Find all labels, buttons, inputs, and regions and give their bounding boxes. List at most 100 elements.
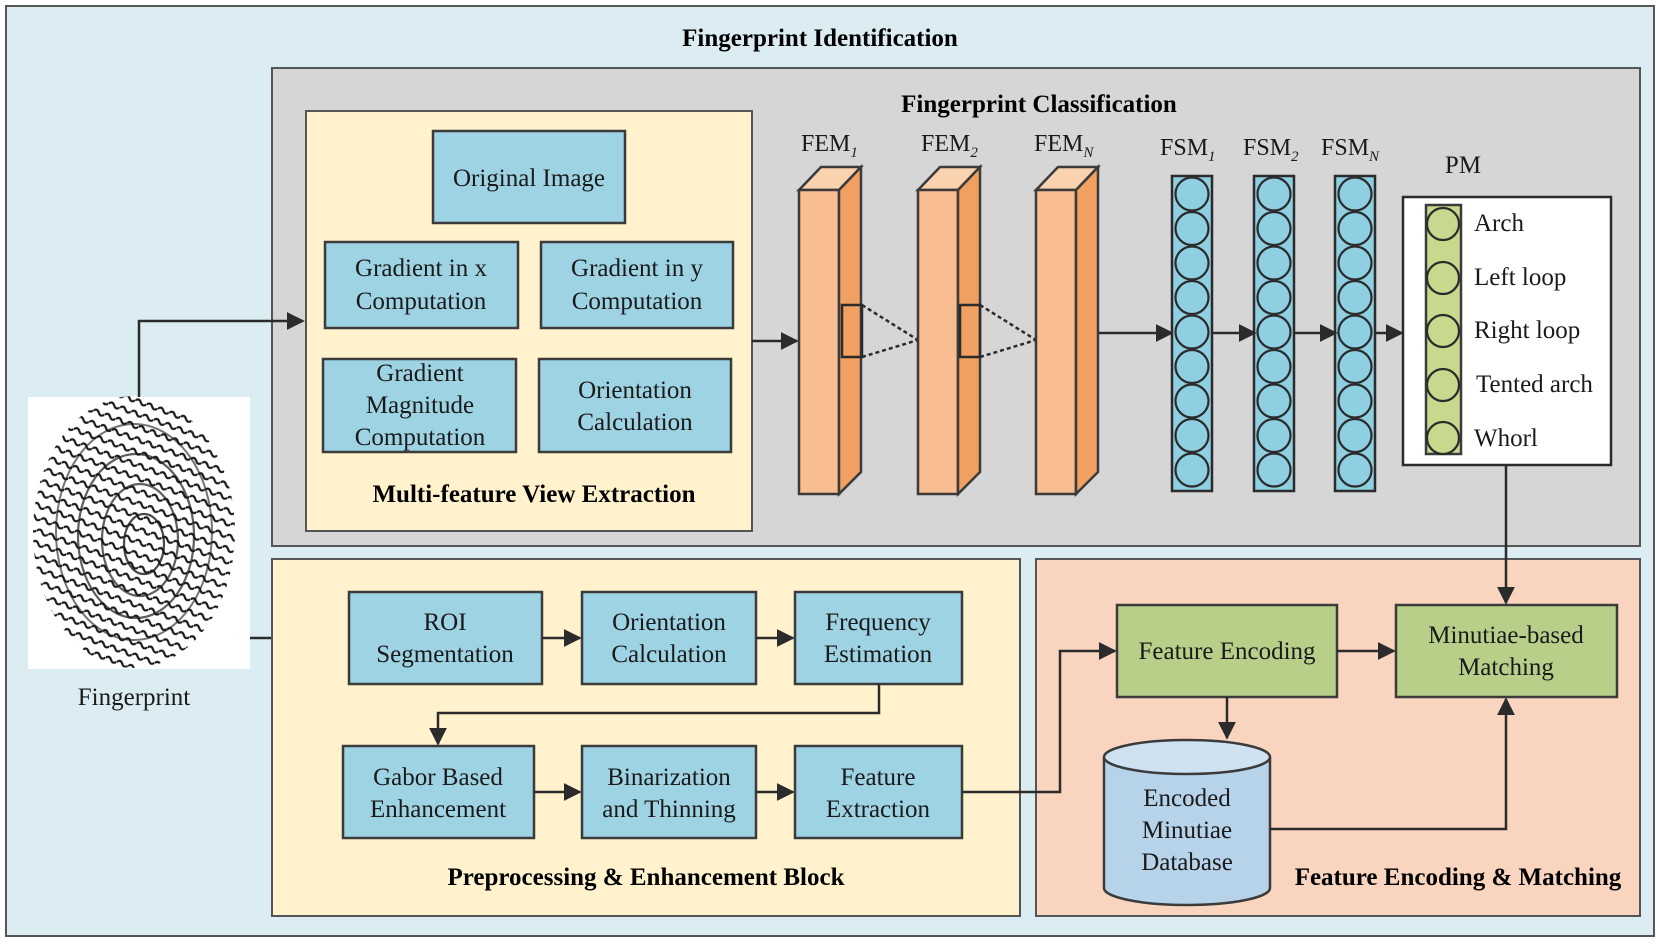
database-to-matching-arrow	[1270, 697, 1515, 831]
fsm-n-neuron	[1337, 314, 1373, 350]
fsm-1-neuron	[1174, 245, 1210, 281]
fsm-1-neuron	[1174, 314, 1210, 350]
binarization-line1: Binarization	[607, 764, 731, 791]
fsm-2-neuron	[1256, 210, 1292, 247]
fsm-1-neuron	[1174, 383, 1210, 419]
fem1-dotted-lower	[861, 338, 919, 359]
orientation-calculation-box: Orientation Calculation	[537, 357, 733, 454]
class-label-left-loop: Left loop	[1474, 264, 1566, 291]
gradient-x-box: Gradient in x Computation	[323, 240, 520, 330]
fem-label-2: FEM2	[921, 131, 978, 161]
fem-block-2	[915, 163, 983, 498]
feature-extraction-box: Feature Extraction	[793, 744, 964, 840]
fsm-n-neuron	[1337, 245, 1373, 281]
original-image-box: Original Image	[431, 129, 627, 225]
classification-title: Fingerprint Classification	[901, 91, 1177, 118]
fsm-1-column	[1170, 174, 1214, 493]
encoding-title: Feature Encoding & Matching	[1295, 864, 1622, 891]
fsm-n-neuron	[1337, 417, 1373, 454]
orientation-calculation-line2: Calculation	[577, 409, 693, 436]
fsm-layer	[1170, 174, 1377, 493]
fsm-1-neuron	[1174, 348, 1210, 385]
database-line3: Database	[1141, 849, 1233, 876]
fsm-label-2: FSM2	[1243, 135, 1299, 165]
class-label-tented-arch: Tented arch	[1476, 371, 1593, 398]
fsm-n-neuron	[1337, 210, 1373, 247]
frequency-estimation-box: Frequency Estimation	[793, 590, 964, 686]
gradient-x-line2: Computation	[356, 288, 487, 315]
pre-orientation-line2: Calculation	[611, 641, 727, 668]
pm-layer	[1425, 206, 1461, 456]
fsm-label-n: FSMN	[1321, 135, 1380, 165]
preprocessing-orientation-box: Orientation Calculation	[580, 590, 758, 686]
pm-neuron	[1425, 367, 1461, 403]
database-line2: Minutiae	[1142, 817, 1232, 844]
fingerprint-label: Fingerprint	[78, 684, 191, 711]
fem-block-n	[1033, 163, 1101, 498]
fem-label-1: FEM1	[801, 131, 858, 161]
fsm-n-neuron	[1337, 279, 1373, 316]
gradient-y-box: Gradient in y Computation	[539, 240, 735, 330]
gradient-magnitude-line1: Gradient	[376, 360, 464, 387]
gradient-magnitude-box: Gradient Magnitude Computation	[321, 357, 518, 454]
matching-line2: Matching	[1458, 654, 1554, 681]
roi-segmentation-box: ROI Segmentation	[347, 590, 544, 686]
multi-feature-title: Multi-feature View Extraction	[372, 481, 695, 508]
fem-label-n: FEMN	[1034, 131, 1094, 161]
original-image-label: Original Image	[453, 165, 605, 192]
pm-neuron	[1425, 206, 1461, 242]
outer-title: Fingerprint Identification	[682, 25, 958, 52]
fsm-2-neuron	[1256, 383, 1292, 419]
binarization-thinning-box: Binarization and Thinning	[580, 744, 758, 840]
feature-encoding-box: Feature Encoding	[1115, 603, 1339, 699]
fsm-2-neuron	[1256, 245, 1292, 281]
gabor-enhancement-box: Gabor Based Enhancement	[341, 744, 536, 840]
feature-extraction-line1: Feature	[841, 764, 916, 791]
matching-line1: Minutiae-based	[1428, 622, 1584, 649]
roi-line1: ROI	[423, 609, 466, 636]
frequency-line2: Estimation	[824, 641, 933, 668]
pm-neuron	[1425, 260, 1461, 296]
fsm-2-column	[1252, 174, 1296, 493]
preprocessing-title: Preprocessing & Enhancement Block	[448, 864, 845, 891]
frequency-line1: Frequency	[825, 609, 931, 636]
pre-orientation-line1: Orientation	[612, 609, 726, 636]
class-label-arch: Arch	[1474, 210, 1524, 237]
orientation-calculation-line1: Orientation	[578, 377, 692, 404]
feature-extraction-to-encoding-arrow	[962, 642, 1117, 794]
pm-label: PM	[1445, 152, 1481, 179]
database-line1: Encoded	[1143, 785, 1231, 812]
fsm-2-neuron	[1256, 452, 1292, 488]
fem-block-1	[796, 163, 864, 498]
pm-neuron	[1425, 420, 1461, 456]
gradient-x-line1: Gradient in x	[355, 255, 487, 282]
gradient-magnitude-line3: Computation	[355, 424, 486, 451]
fem2-dotted-lower	[979, 338, 1037, 359]
encoded-minutiae-database: Encoded Minutiae Database	[1102, 738, 1272, 907]
fsm-1-neuron	[1174, 279, 1210, 316]
fsm-n-column	[1333, 174, 1377, 493]
fsm-n-neuron	[1337, 452, 1373, 488]
feature-extraction-line2: Extraction	[826, 796, 931, 823]
class-label-right-loop: Right loop	[1474, 317, 1580, 344]
fsm-1-neuron	[1174, 210, 1210, 247]
fsm-2-neuron	[1256, 417, 1292, 454]
gradient-y-line2: Computation	[572, 288, 703, 315]
minutiae-matching-box: Minutiae-based Matching	[1394, 603, 1619, 699]
fsm-1-neuron	[1174, 452, 1210, 488]
fsm-2-neuron	[1256, 279, 1292, 316]
binarization-line2: and Thinning	[602, 796, 736, 823]
fsm-n-neuron	[1337, 348, 1373, 385]
feature-encoding-label: Feature Encoding	[1138, 638, 1316, 665]
frequency-to-gabor-arrow	[429, 684, 881, 746]
fsm-2-neuron	[1256, 348, 1292, 385]
fsm-2-neuron	[1256, 176, 1292, 212]
roi-line2: Segmentation	[376, 641, 514, 668]
class-label-whorl: Whorl	[1474, 425, 1538, 452]
fingerprint-image	[28, 396, 250, 669]
fsm-2-neuron	[1256, 314, 1292, 350]
fsm-n-neuron	[1337, 383, 1373, 419]
fsm-1-neuron	[1174, 417, 1210, 454]
gabor-line1: Gabor Based	[373, 764, 503, 791]
